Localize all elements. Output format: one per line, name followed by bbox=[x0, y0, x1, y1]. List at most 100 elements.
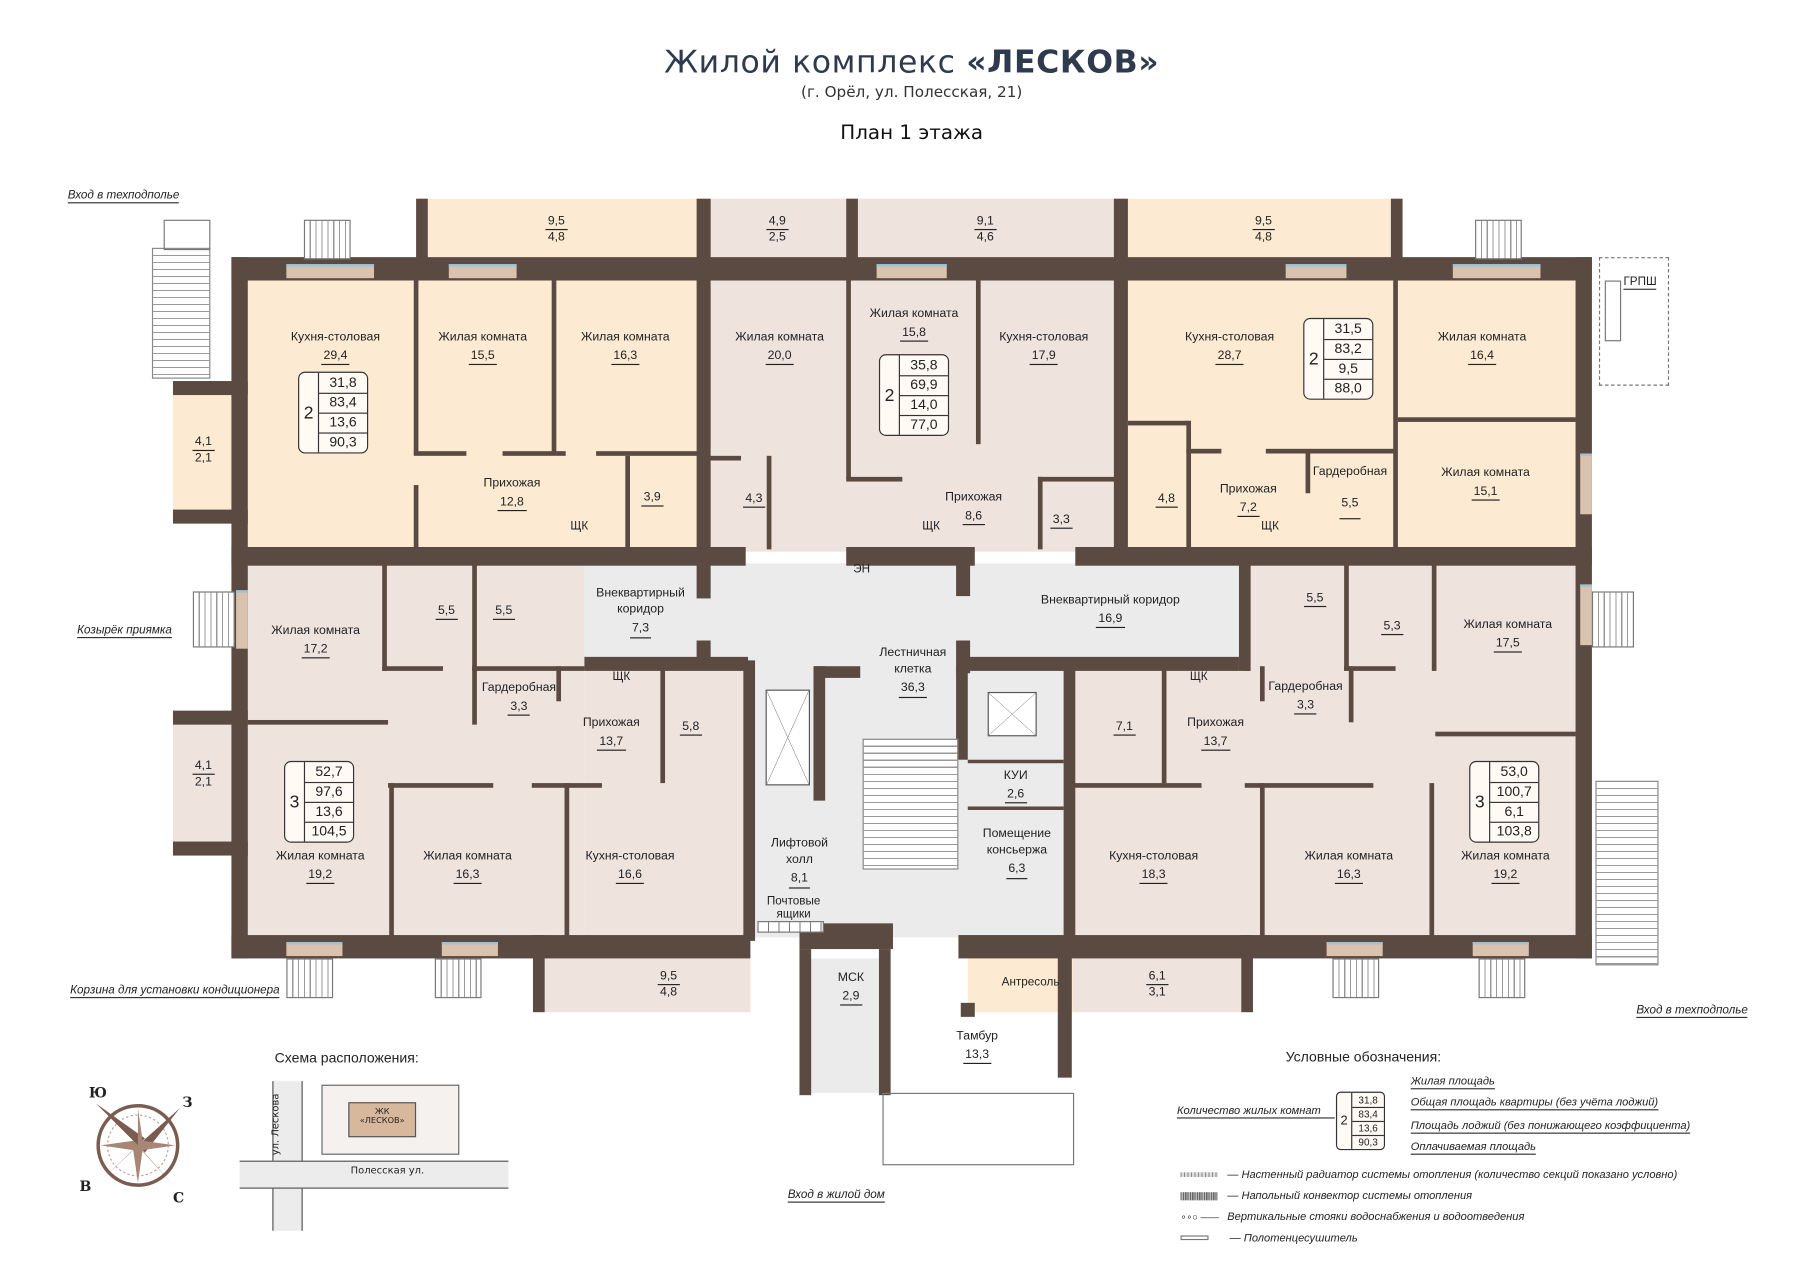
room-area: 18,3 bbox=[1139, 867, 1168, 885]
apartment-living-area: 52,7 bbox=[305, 762, 353, 784]
loggia-area: 4,1 bbox=[192, 758, 215, 775]
loggia-area: 9,5 bbox=[1252, 214, 1275, 230]
room-label: 4,8 bbox=[1155, 488, 1178, 508]
apartment-paid-area: 104,5 bbox=[311, 822, 347, 840]
apartment-total-area: 83,2 bbox=[1324, 339, 1373, 360]
room-name: Лифтовой холл bbox=[770, 835, 829, 867]
apartment-room-count: 2 bbox=[299, 372, 320, 453]
apartment-loggia-area: 6,1 bbox=[1490, 802, 1539, 823]
room-name: Жилая комната bbox=[423, 848, 512, 863]
staircase bbox=[862, 738, 959, 870]
legend-rooms-count: Количество жилых комнат bbox=[1176, 1105, 1335, 1119]
house-entrance-label: Вход в жилой дом bbox=[787, 1188, 885, 1203]
ac-basket bbox=[434, 958, 482, 999]
room-area: 7,1 bbox=[1113, 718, 1136, 736]
shk-label: ЩК bbox=[1189, 670, 1208, 684]
ac-basket-label: Корзина для установки кондиционера bbox=[70, 984, 280, 999]
room-area: 36,3 bbox=[898, 680, 928, 698]
room-label: 3,3 bbox=[1050, 509, 1073, 529]
legend-paid-area: Оплачиваемая площадь bbox=[1410, 1140, 1536, 1155]
room-label: 5,3 bbox=[1381, 615, 1403, 636]
room-area: 12,8 bbox=[497, 494, 527, 512]
apartment-loggia-area: 14,0 bbox=[899, 395, 948, 417]
pit-canopy-right bbox=[1591, 591, 1634, 648]
room-name: Внеквартирный коридор bbox=[1040, 592, 1180, 607]
room-name: Жилая комната bbox=[1461, 848, 1550, 863]
room-name: Кухня-столовая bbox=[290, 329, 380, 345]
room-area: 7,3 bbox=[629, 620, 652, 638]
room-area: 4,3 bbox=[743, 490, 765, 508]
apartment-living-area: 53,0 bbox=[1490, 762, 1539, 784]
pit-canopy-left bbox=[192, 591, 235, 648]
room-area: 15,5 bbox=[468, 348, 497, 366]
room-area: 16,3 bbox=[611, 348, 640, 366]
location-scheme: Схема расположения: ЖК«ЛЕСКОВ» ул. Леско… bbox=[239, 1046, 521, 1233]
room-label: 5,5 bbox=[492, 600, 515, 621]
pit-canopy-label: Козырёк приямка bbox=[77, 624, 172, 639]
room-area: 5,5 bbox=[1339, 489, 1361, 520]
page-title: Жилой комплекс «ЛЕСКОВ» bbox=[0, 44, 1814, 80]
room-name: Внеквартирный коридор bbox=[596, 585, 685, 617]
legend-sample-paid: 90,3 bbox=[1358, 1136, 1378, 1148]
loggia-area: 6,1 bbox=[1146, 969, 1168, 985]
legend-risers-text: Вертикальные стояки водоснабжения и водо… bbox=[1227, 1210, 1525, 1224]
room-area: 16,3 bbox=[453, 867, 482, 885]
room-label: Жилая комната 16,3 bbox=[423, 848, 512, 885]
room-name: Кухня-столовая bbox=[999, 329, 1089, 345]
loggia-reduced-area: 2,1 bbox=[194, 450, 212, 465]
room-name: Жилая комната bbox=[1441, 465, 1530, 480]
title-prefix: Жилой комплекс bbox=[664, 44, 967, 81]
room-name: Жилая комната bbox=[1437, 329, 1527, 345]
shk-label: ЩК bbox=[570, 520, 589, 533]
loggia-area: 9,5 bbox=[545, 214, 568, 230]
compass-rose-icon bbox=[95, 1103, 180, 1188]
room-name: Кухня-столовая bbox=[1185, 329, 1275, 345]
room-area: 7,2 bbox=[1237, 500, 1260, 518]
room-label: 5,8 bbox=[679, 716, 702, 736]
tech-entrance-label-left: Вход в техподполье bbox=[67, 189, 180, 204]
room-name: Кухня-столовая bbox=[585, 848, 675, 863]
loggia-reduced-area: 4,8 bbox=[547, 229, 565, 244]
street-label-leskova: ул. Лескова bbox=[270, 1093, 283, 1156]
towel-dryer-icon bbox=[1180, 1235, 1209, 1241]
room-name: Прихожая bbox=[1219, 481, 1277, 496]
room-name: Лестничная клетка bbox=[879, 645, 947, 677]
mezzanine-label: Антресоль bbox=[1001, 975, 1060, 989]
room-area: 3,3 bbox=[508, 698, 530, 717]
room-area: 16,3 bbox=[1334, 867, 1364, 885]
apartment-living-area: 31,8 bbox=[319, 373, 368, 394]
room-label: 3,9 bbox=[641, 487, 664, 507]
plan-title: План 1 этажа bbox=[840, 121, 984, 145]
radiator-icon bbox=[1180, 1172, 1218, 1178]
loggia-reduced-area: 3,1 bbox=[1148, 984, 1166, 999]
tech-entrance-label-right: Вход в техподполье bbox=[1636, 1004, 1748, 1019]
elevator-shaft-main bbox=[765, 689, 810, 786]
